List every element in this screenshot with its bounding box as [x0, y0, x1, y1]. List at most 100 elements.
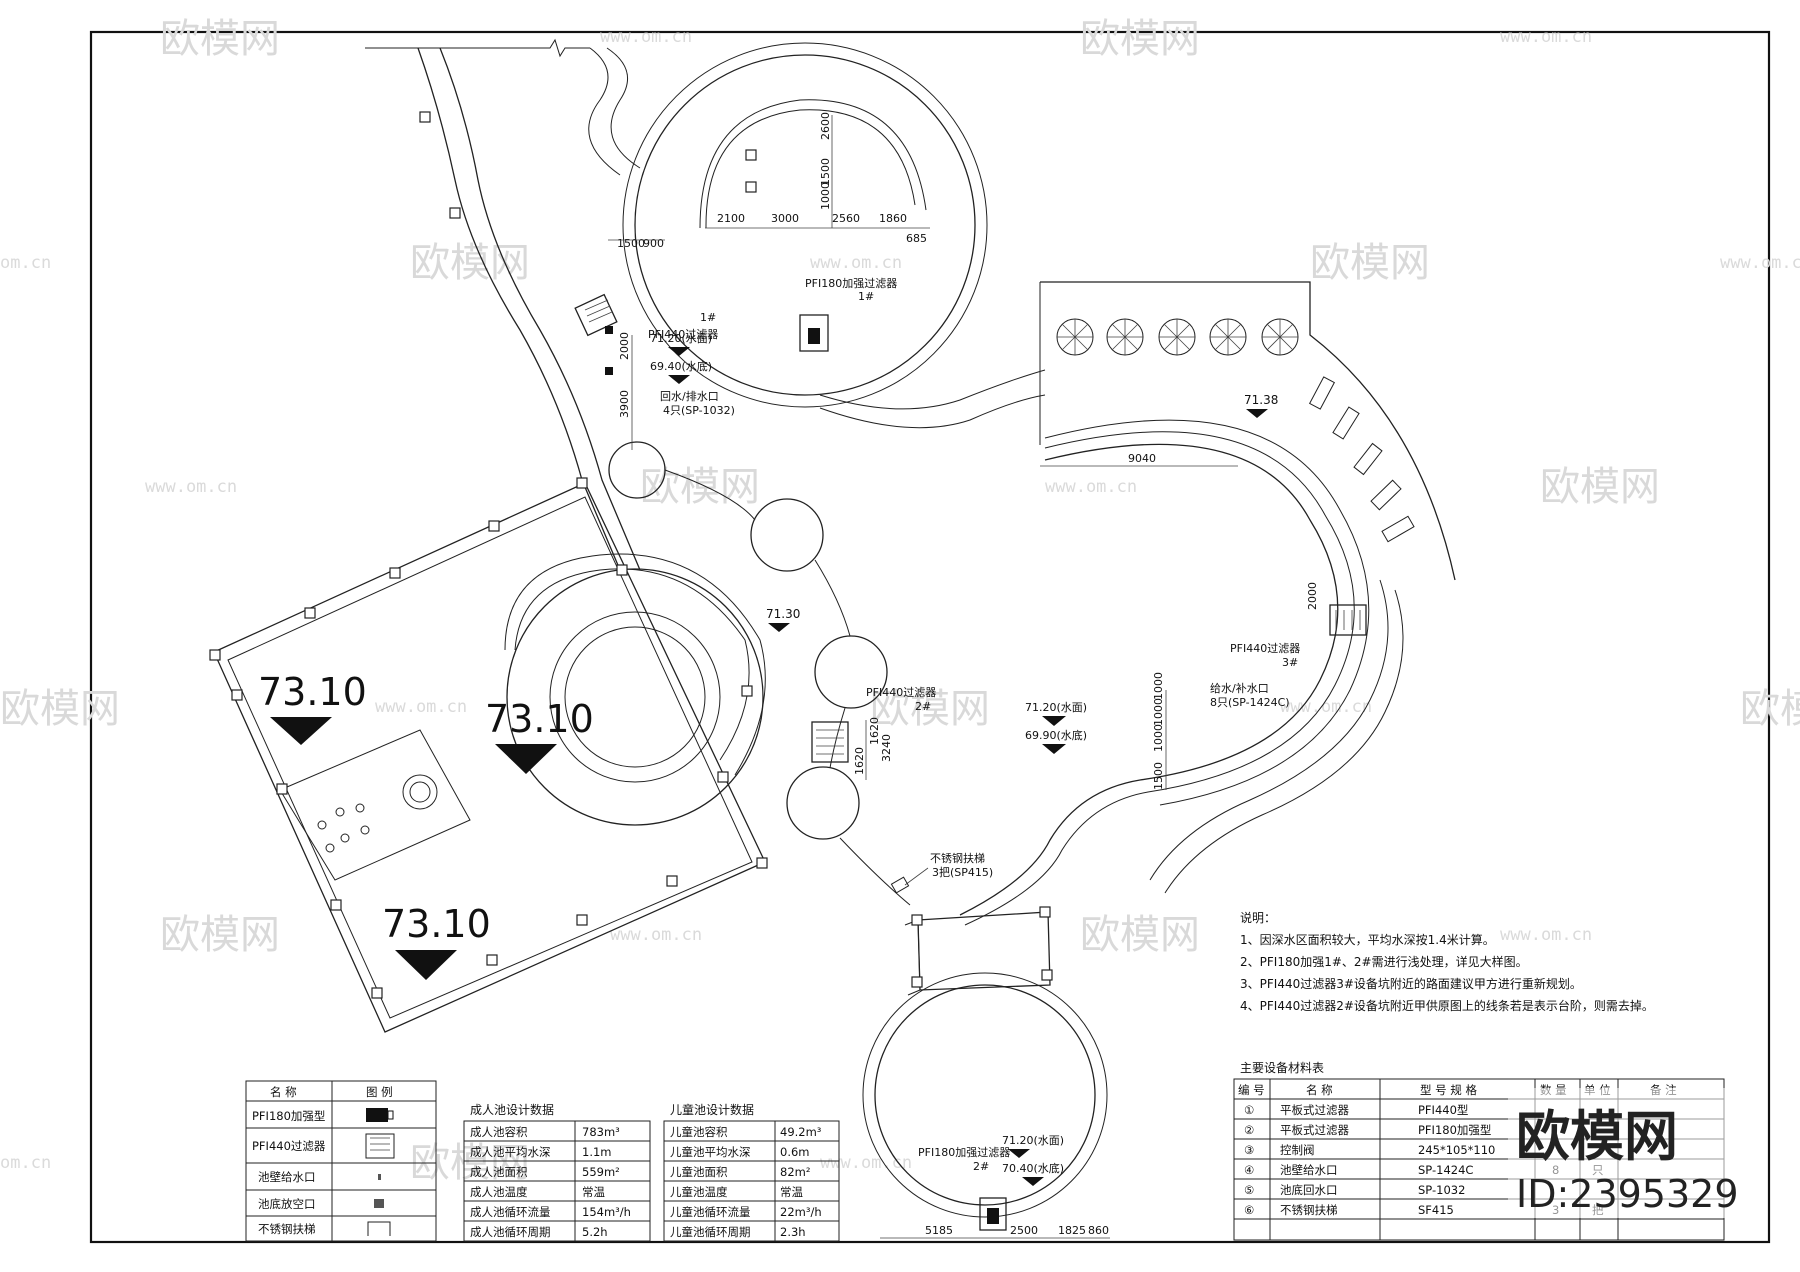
equipment-no: ④	[1244, 1163, 1254, 1177]
water-level: 71.20(水面)	[650, 332, 712, 345]
bottom-level: 70.40(水底)	[1002, 1161, 1064, 1175]
dim: 3000	[771, 212, 799, 225]
water-level: 71.20(水面)	[1025, 701, 1087, 714]
left-filter-annotation: 1500 900 PFI440过滤器 1# 2000 3900 71.20(水面…	[574, 237, 735, 450]
vdim: 1500	[1152, 762, 1165, 790]
filter-label: PFI180加强过滤器	[805, 277, 897, 290]
adult-row-value: 5.2h	[582, 1225, 608, 1239]
watermark-url: www.om.cn	[1500, 925, 1592, 945]
pfi440-symbol	[365, 1133, 395, 1159]
watermark-url: www.om.cn	[1280, 697, 1372, 717]
legend-table: 名 称 图 例 PFI180加强型 PFI440过滤器 池壁给水口 池底放空口 …	[245, 1080, 437, 1242]
vdim: 1000	[1152, 672, 1165, 700]
equipment-spec: SF415	[1418, 1203, 1454, 1217]
equipment-header: 型 号 规 格	[1420, 1083, 1477, 1097]
inlet-label: 给水/补水口	[1210, 682, 1269, 695]
adult-row-label: 成人池循环周期	[470, 1225, 551, 1239]
child-row-label: 儿童池容积	[670, 1125, 728, 1139]
watermark-brand: 欧模网	[0, 686, 120, 732]
equipment-no: ⑥	[1244, 1203, 1254, 1217]
equipment-header: 编 号	[1238, 1083, 1265, 1097]
vdim: 1500	[819, 158, 832, 186]
equipment-no: ②	[1244, 1123, 1254, 1137]
dim: 3900	[618, 390, 631, 418]
dim: 2000	[618, 332, 631, 360]
filter-number: 2#	[973, 1160, 989, 1173]
watermark-brand: 欧模网	[1080, 16, 1200, 62]
adult-row-value: 559m²	[582, 1165, 620, 1179]
equipment-spec: SP-1032	[1418, 1183, 1465, 1197]
adult-row-label: 成人池温度	[470, 1185, 528, 1199]
watermark-brand: 欧模网	[160, 16, 280, 62]
equipment-spec: PFI180加强型	[1418, 1123, 1491, 1137]
umbrella-row	[1056, 318, 1299, 356]
top-pool-filter: PFI180加强过滤器 1#	[799, 277, 897, 352]
dim: 860	[1088, 1224, 1109, 1237]
floor-drain-symbol	[374, 1199, 384, 1208]
elevation-marker-c: 73.10	[382, 902, 491, 980]
dim: 2560	[832, 212, 860, 225]
child-row-value: 22m³/h	[780, 1205, 822, 1219]
watermark-brand: 欧模网	[1540, 464, 1660, 510]
note-item: 2、PFI180加强1#、2#需进行浅处理，详见大样图。	[1240, 954, 1528, 969]
adult-row-label: 成人池容积	[470, 1125, 528, 1139]
child-row-label: 儿童池平均水深	[670, 1145, 751, 1159]
wall-inlet-symbol	[378, 1174, 381, 1180]
filter-number: 2#	[915, 700, 931, 713]
elevation-marker-e: 71.38	[1244, 393, 1278, 418]
elevation-label: 71.30	[766, 607, 800, 621]
watermark-brand: 欧模网	[870, 686, 990, 732]
equipment-name: 平板式过滤器	[1280, 1103, 1349, 1117]
equipment-no: ③	[1244, 1143, 1254, 1157]
legend-row-label: 池壁给水口	[258, 1170, 316, 1184]
watermark-url: www.om.cn	[600, 27, 692, 47]
brand-name: 欧模网	[1516, 1105, 1678, 1168]
vdim: 1000	[1152, 698, 1165, 726]
watermark-url: www.om.cn	[145, 477, 237, 497]
watermark-brand: 欧模网	[1310, 240, 1430, 286]
watermark-brand: 欧模网	[410, 240, 530, 286]
bottom-level: 69.90(水底)	[1025, 728, 1087, 742]
watermark-url: www.om.cn	[1720, 253, 1800, 273]
filter-label: PFI440过滤器	[648, 328, 718, 341]
dim: 1825	[1058, 1224, 1086, 1237]
elevation-label: 73.10	[382, 902, 491, 946]
filter-label: PFI440过滤器	[1230, 642, 1300, 655]
equipment-spec: SP-1424C	[1418, 1163, 1473, 1177]
filter-label: PFI180加强过滤器	[918, 1146, 1010, 1159]
legend-header: 名 称	[270, 1085, 297, 1099]
equipment-name: 不锈钢扶梯	[1280, 1203, 1338, 1217]
adult-row-label: 成人池循环流量	[470, 1205, 551, 1219]
legend-row-label: 不锈钢扶梯	[258, 1222, 316, 1236]
adult-row-value: 1.1m	[582, 1145, 612, 1159]
dim: 3240	[880, 734, 893, 762]
watermark-brand: 欧模网	[640, 464, 760, 510]
dim: 900	[643, 237, 664, 250]
right-area-annotation: 9040 2000 PFI440过滤器 3# 给水/补水口 8只(SP-1424…	[1040, 452, 1367, 790]
equipment-name: 平板式过滤器	[1280, 1123, 1349, 1137]
legend-header: 图 例	[366, 1085, 393, 1099]
watermark-url: www.om.cn	[375, 697, 467, 717]
water-level: 71.20(水面)	[1002, 1134, 1064, 1147]
adult-row-value: 154m³/h	[582, 1205, 631, 1219]
child-row-value: 49.2m³	[780, 1125, 822, 1139]
watermark-url-short: om.cn	[0, 253, 51, 273]
top-circular-pool	[634, 54, 976, 396]
equipment-title: 主要设备材料表	[1240, 1061, 1324, 1075]
dim: 2500	[1010, 1224, 1038, 1237]
vdim: 1000	[819, 182, 832, 210]
notes-title: 说明：	[1240, 910, 1276, 925]
center-filter-annotation: PFI440过滤器 2# 1620 1620 3240 71.20(水面) 69…	[811, 686, 1087, 780]
equipment-header: 名 称	[1306, 1083, 1333, 1097]
brand-badge: 欧模网 ID:2395329	[1508, 1088, 1739, 1218]
posts	[209, 111, 1053, 999]
dim: 1860	[879, 212, 907, 225]
dim: 5185	[925, 1224, 953, 1237]
ladder-qty: 3把(SP415)	[932, 865, 993, 879]
filter-label: PFI440过滤器	[866, 686, 936, 699]
equipment-no: ①	[1244, 1103, 1254, 1117]
child-row-value: 82m²	[780, 1165, 810, 1179]
drawing-frame	[89, 30, 1771, 1244]
ladder-annotation: 不锈钢扶梯 3把(SP415)	[890, 851, 993, 894]
dim: 1620	[853, 747, 866, 775]
